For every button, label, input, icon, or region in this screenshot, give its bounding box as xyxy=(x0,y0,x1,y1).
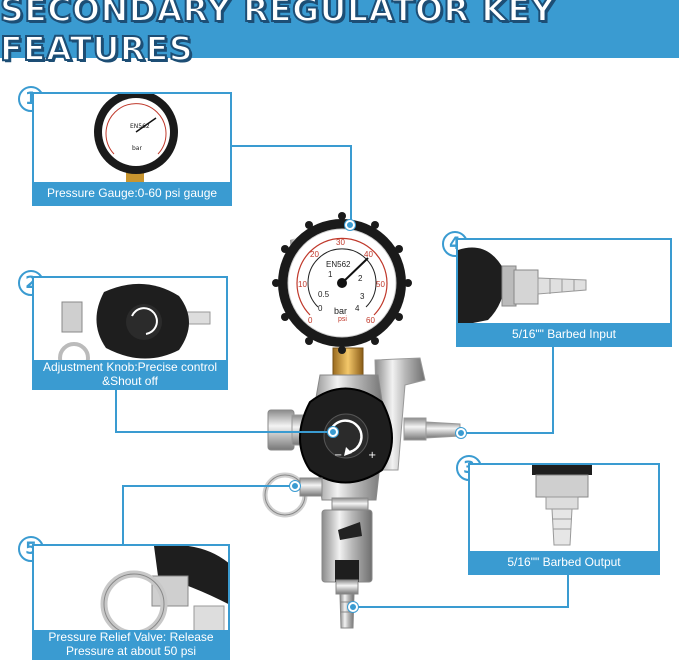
callout-label-3: 5/16"" Barbed Output xyxy=(470,551,658,573)
gauge-psi-tick: 20 xyxy=(310,250,319,259)
leader-line-3 xyxy=(354,606,569,608)
callout-label-1: Pressure Gauge:0-60 psi gauge xyxy=(34,182,230,204)
gauge-bar-tick: 2 xyxy=(358,274,363,283)
relief-valve-closeup-image xyxy=(100,546,228,634)
leader-dot-3 xyxy=(348,602,358,612)
gauge-top-text: EN562 xyxy=(326,260,351,269)
gauge-closeup-image: EN562 bar xyxy=(94,94,178,184)
callout-label-2-line-2: &Shout off xyxy=(102,374,158,388)
leader-line-5 xyxy=(122,485,124,545)
leader-line-2 xyxy=(115,431,335,433)
callout-label-2-line-1: Adjustment Knob:Precise control xyxy=(42,360,218,374)
callout-card-barbed-input: 5/16"" Barbed Input xyxy=(456,238,672,347)
gauge-psi-tick: 10 xyxy=(298,280,307,289)
knob-closeup-image xyxy=(58,283,211,364)
gauge-psi-tick: 30 xyxy=(336,238,345,247)
leader-dot-2 xyxy=(328,427,338,437)
page-title: SECONDARY REGULATOR KEY FEATURES xyxy=(0,0,555,69)
callout-card-pressure-gauge: EN562 bar Pressure Gauge:0-60 psi gauge xyxy=(32,92,232,206)
callout-label-4: 5/16"" Barbed Input xyxy=(458,323,670,345)
gauge-psi-tick: 50 xyxy=(376,280,385,289)
svg-text:bar: bar xyxy=(132,145,142,152)
leader-line-3 xyxy=(567,575,569,607)
leader-line-1 xyxy=(232,145,352,147)
gauge-unit-psi: psi xyxy=(338,316,347,323)
leader-line-2 xyxy=(115,390,117,432)
leader-dot-1 xyxy=(345,220,355,230)
callout-label-5: Pressure Relief Valve: Release Pressure … xyxy=(34,630,228,658)
gauge-psi-tick: 0 xyxy=(308,316,313,325)
callout-label-2: Adjustment Knob:Precise control &Shout o… xyxy=(34,360,226,388)
callout-card-adjustment-knob: Adjustment Knob:Precise control &Shout o… xyxy=(32,276,228,390)
leader-line-5 xyxy=(122,485,297,487)
callout-card-barbed-output: 5/16"" Barbed Output xyxy=(468,463,660,575)
leader-dot-5 xyxy=(290,481,300,491)
gauge-bar-tick: 4 xyxy=(355,304,360,313)
title-banner: SECONDARY REGULATOR KEY FEATURES xyxy=(0,0,679,69)
barbed-output-closeup-image xyxy=(532,465,592,546)
gauge-bar-tick: 0 xyxy=(318,304,323,313)
gauge-bar-tick: 3 xyxy=(360,292,365,301)
gauge-bar-tick: 0.5 xyxy=(318,290,330,299)
callout-label-5-line-2: Pressure at about 50 psi xyxy=(65,644,197,658)
callout-card-pressure-relief-valve: Pressure Relief Valve: Release Pressure … xyxy=(32,544,230,660)
svg-text:+: + xyxy=(368,450,376,461)
leader-line-1 xyxy=(350,145,352,223)
callout-label-5-line-1: Pressure Relief Valve: Release xyxy=(48,630,214,644)
gauge-bar-tick: 1 xyxy=(328,270,333,279)
gauge-unit-bar: bar xyxy=(334,306,348,316)
leader-dot-4 xyxy=(456,428,466,438)
gauge-psi-tick: 40 xyxy=(364,250,373,259)
leader-line-4 xyxy=(462,432,554,434)
gauge-psi-tick: 60 xyxy=(366,316,375,325)
svg-text:EN562: EN562 xyxy=(130,123,150,130)
svg-text:−: − xyxy=(334,450,342,461)
leader-line-4 xyxy=(552,347,554,433)
barbed-input-closeup-image xyxy=(458,247,587,326)
